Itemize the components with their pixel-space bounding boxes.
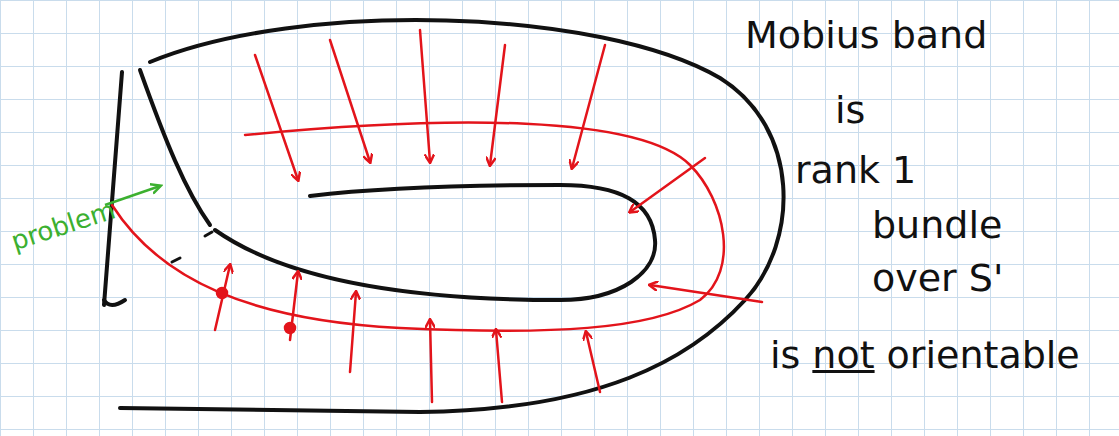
band-outline <box>104 20 784 412</box>
note-text: rank 1 <box>795 150 916 192</box>
problem-arrow <box>105 186 160 205</box>
note-text: bundle <box>872 205 1002 247</box>
note-text: is <box>770 335 800 377</box>
note-text: orientable <box>887 335 1080 377</box>
note-text: not <box>812 335 874 377</box>
note-text: is <box>835 90 865 132</box>
problem-note: problem <box>8 195 119 255</box>
note-text: over S' <box>872 258 1003 300</box>
orientation-arrows <box>112 30 762 402</box>
note-text: Mobius band <box>745 15 987 57</box>
